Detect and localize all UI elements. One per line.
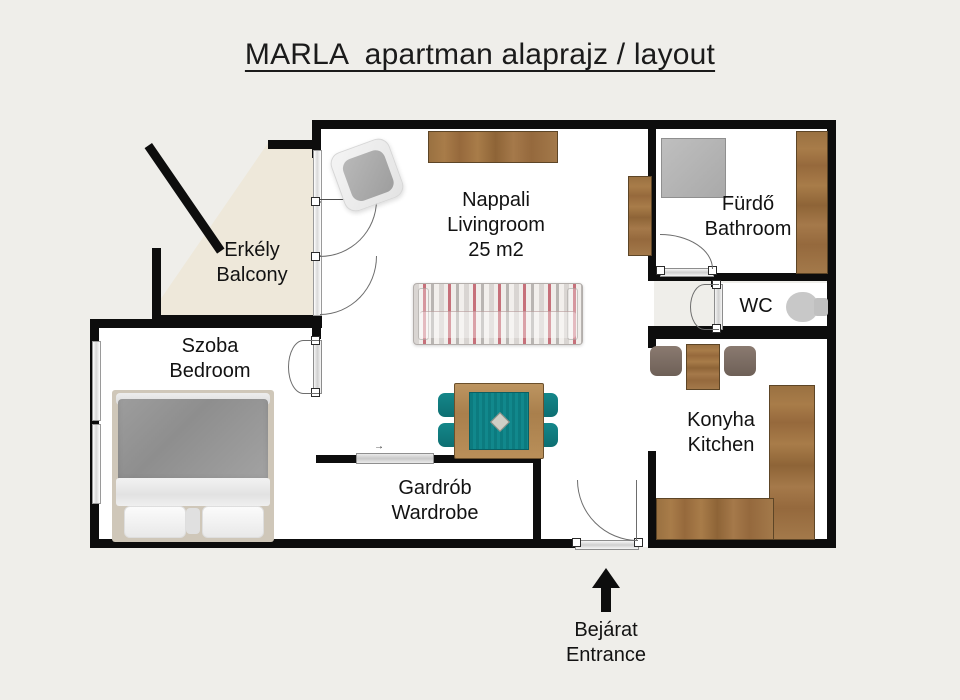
- bed-duvet: [118, 399, 268, 483]
- bed-sheet-fold: [116, 478, 270, 506]
- entrance-door-leaf[interactable]: [575, 540, 639, 550]
- bathroom-wood-unit: [796, 131, 828, 274]
- balcony-door-hinge-lower: [311, 252, 320, 261]
- entrance-door-hinge-right: [634, 538, 643, 547]
- wall-living-left-upper: [312, 120, 321, 158]
- dining-set: [438, 383, 558, 459]
- wall-balcony-left: [152, 248, 161, 324]
- sofa-seat: [420, 311, 576, 338]
- bed-pillow-right: [202, 506, 264, 538]
- arrow-shaft: [601, 587, 611, 612]
- toilet-bowl: [786, 292, 818, 322]
- bedroom-window-upper: [92, 341, 101, 421]
- kitchen-counter-horizontal: [656, 498, 774, 540]
- bed-pillow-gap: [186, 508, 200, 534]
- livingroom-tall-cabinet: [628, 176, 652, 256]
- bedroom-window-lower: [92, 424, 101, 504]
- page-title: MARLA apartman alaprajz / layout: [0, 38, 960, 72]
- dining-table: [454, 383, 544, 459]
- wall-wc-bottom: [648, 326, 836, 334]
- wardrobe-floor: [322, 459, 540, 547]
- sofa-arm-left: [418, 288, 429, 340]
- balcony-glazing-upper: [313, 150, 322, 202]
- kitchen-chair-right: [724, 346, 756, 376]
- wall-top: [312, 120, 836, 129]
- wall-kitchen-left-lower: [648, 451, 656, 547]
- wall-bottom-left: [90, 539, 322, 548]
- wc-toilet: [786, 290, 830, 324]
- armchair-seat: [340, 147, 397, 204]
- bathroom-door-leaf: [660, 268, 714, 277]
- kitchen-chair-left: [650, 346, 682, 376]
- wall-living-left-mid: [312, 315, 321, 339]
- wall-bathroom-bottom: [648, 273, 836, 281]
- wall-balcony-diagonal: [144, 143, 225, 254]
- kitchen-counter-vertical: [769, 385, 815, 540]
- toilet-tank: [814, 298, 828, 316]
- kitchen-table: [686, 344, 720, 390]
- livingroom-media-cabinet: [428, 131, 558, 163]
- kitchen-dining-set: [650, 344, 758, 390]
- wall-balcony-bottom: [152, 315, 322, 324]
- entrance-door-hinge-left: [572, 538, 581, 547]
- wardrobe-slider-arrow-icon: →: [374, 441, 384, 452]
- wall-balcony-top: [268, 140, 318, 149]
- bedroom-door-arc: [288, 340, 319, 394]
- livingroom-sofa: [413, 283, 583, 345]
- wall-kitchen-left-upper: [648, 330, 656, 348]
- wall-bottom-right: [648, 539, 836, 548]
- entrance-door-swing-line: [636, 480, 637, 540]
- entrance-arrow-icon: [592, 568, 620, 612]
- wall-kitchen-top-stub: [648, 334, 836, 339]
- arrow-head: [592, 568, 620, 588]
- wall-bathroom-left: [648, 120, 656, 280]
- page-title-text: MARLA apartman alaprajz / layout: [244, 38, 716, 71]
- wardrobe-sliding-door[interactable]: [356, 453, 434, 464]
- balcony-floor: [160, 140, 318, 320]
- bedroom-bed: [112, 390, 274, 542]
- wall-wardrobe-right: [533, 455, 541, 547]
- balcony-door-hinge-upper: [311, 197, 320, 206]
- wc-door-arc: [690, 284, 719, 330]
- sofa-arm-right: [567, 288, 578, 340]
- bed-pillow-left: [124, 506, 186, 538]
- entrance-label: Bejárat Entrance: [565, 619, 647, 666]
- wall-bottom-middle: [316, 539, 576, 548]
- bathroom-shower: [661, 138, 726, 198]
